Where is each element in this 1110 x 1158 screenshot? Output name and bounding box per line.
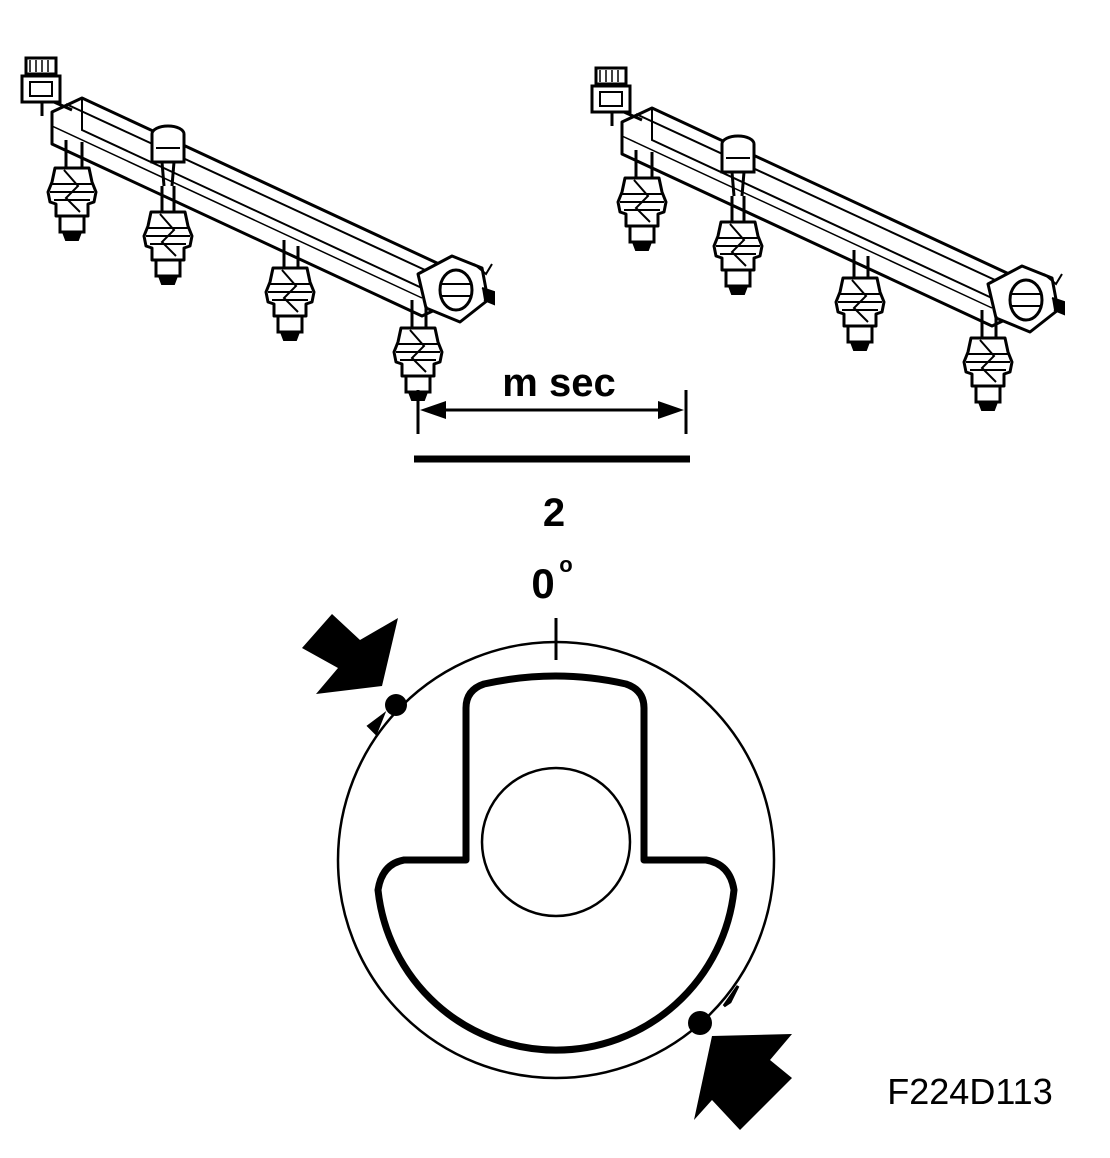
left-fuel-rail-icon [22, 58, 494, 400]
right-fuel-rail-icon [592, 68, 1064, 410]
injection-start-arrow-icon [302, 614, 407, 716]
injection-end-arrow-icon [688, 1011, 792, 1130]
figure-code-label: F224D113 [887, 1071, 1052, 1112]
duration-label: m sec [502, 361, 615, 405]
duration-dimension [416, 390, 688, 434]
camshaft-trigger-wheel-icon [336, 618, 776, 1080]
zero-angle-label: 0 [531, 560, 554, 607]
item-number-label: 2 [543, 491, 565, 535]
degree-mark: o [559, 552, 572, 577]
